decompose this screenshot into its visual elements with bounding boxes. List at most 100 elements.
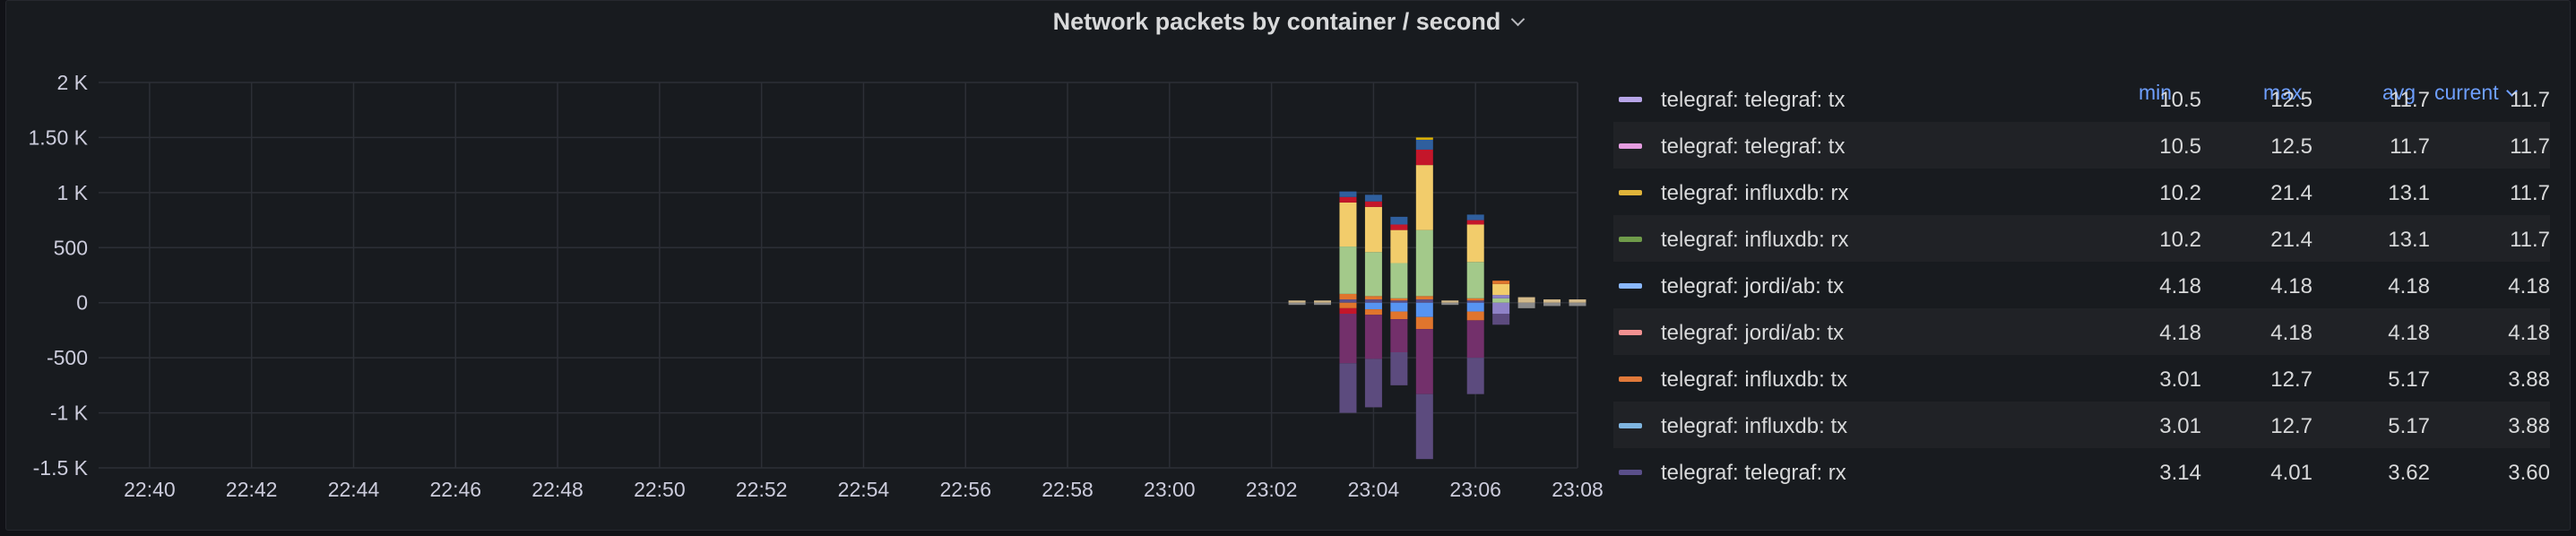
bar-segment	[1543, 302, 1561, 307]
legend-row[interactable]: telegraf: jordi/ab: tx 4.18 4.18 4.18 4.18	[1613, 308, 2550, 355]
x-tick-label: 22:44	[328, 478, 380, 501]
bar-segment	[1466, 220, 1484, 225]
series-name[interactable]: telegraf: jordi/ab: tx	[1661, 274, 1845, 298]
legend-value-max: 12.7	[2270, 414, 2312, 438]
bar-segment	[1492, 283, 1510, 296]
bar-segment	[1339, 246, 1357, 294]
legend-header-current[interactable]: current	[2434, 81, 2518, 105]
legend-value-avg: 4.18	[2388, 321, 2430, 345]
legend-header-current-label: current	[2434, 81, 2499, 104]
x-tick-label: 22:58	[1042, 478, 1094, 501]
bar-segment	[1390, 216, 1408, 225]
legend-value-avg: 13.1	[2388, 228, 2430, 252]
bar-segment	[1390, 319, 1408, 352]
legend-value-max: 21.4	[2270, 181, 2312, 205]
legend-value-max: 12.5	[2270, 134, 2312, 159]
bar-segment	[1364, 206, 1382, 253]
bar-segment	[1364, 309, 1382, 316]
series-name[interactable]: telegraf: influxdb: tx	[1661, 367, 1848, 392]
legend-value-max: 4.18	[2270, 321, 2312, 345]
series-name[interactable]: telegraf: influxdb: tx	[1661, 414, 1848, 438]
legend-value-current: 11.7	[2510, 228, 2550, 252]
bar-segment	[1339, 363, 1357, 413]
y-tick-label: 1.50 K	[29, 125, 89, 149]
y-tick-label: -1.5 K	[33, 456, 89, 480]
y-tick-label: 1 K	[56, 181, 88, 204]
bar-segment	[1364, 195, 1382, 202]
bar-segment	[1390, 224, 1408, 230]
legend-value-min: 10.5	[2159, 88, 2201, 112]
legend-value-max: 4.18	[2270, 274, 2312, 298]
bar-segment	[1339, 307, 1357, 314]
series-name[interactable]: telegraf: jordi/ab: tx	[1661, 321, 1845, 345]
bar-segment	[1415, 302, 1433, 317]
legend-value-avg: 5.17	[2388, 414, 2430, 438]
series-color-swatch[interactable]	[1619, 470, 1642, 475]
series-name[interactable]: telegraf: influxdb: rx	[1661, 181, 1849, 205]
y-tick-label: 500	[54, 236, 88, 259]
series-name[interactable]: telegraf: telegraf: tx	[1661, 134, 1846, 159]
bar-segment	[1466, 300, 1484, 303]
legend-value-min: 10.2	[2159, 228, 2201, 252]
legend-value-avg: 13.1	[2388, 181, 2430, 205]
bar-segment	[1390, 229, 1408, 264]
x-tick-label: 22:50	[634, 478, 686, 501]
series-name[interactable]: telegraf: telegraf: tx	[1661, 88, 1846, 112]
y-tick-label: 2 K	[56, 71, 88, 94]
bar-segment	[1441, 302, 1459, 306]
bar-segment	[1466, 302, 1484, 312]
legend-value-min: 4.18	[2159, 321, 2201, 345]
x-tick-label: 23:04	[1348, 478, 1400, 501]
x-tick-label: 23:06	[1449, 478, 1501, 501]
x-tick-label: 23:00	[1144, 478, 1196, 501]
series-color-swatch[interactable]	[1619, 143, 1642, 149]
legend-header-max[interactable]: max	[2263, 81, 2303, 104]
x-tick-label: 23:02	[1246, 478, 1298, 501]
x-tick-label: 22:46	[429, 478, 481, 501]
x-tick-label: 22:42	[226, 478, 278, 501]
series-color-swatch[interactable]	[1619, 376, 1642, 382]
bar-segment	[1415, 393, 1433, 460]
bar-segment	[1364, 359, 1382, 408]
series-color-swatch[interactable]	[1619, 330, 1642, 335]
bar-segment	[1415, 316, 1433, 330]
bar-segment	[1390, 311, 1408, 320]
legend-value-avg: 5.17	[2388, 367, 2430, 392]
bar-segment	[1492, 298, 1510, 303]
x-tick-label: 22:40	[124, 478, 176, 501]
legend-header-avg[interactable]: avg	[2382, 81, 2416, 104]
series-color-swatch[interactable]	[1619, 97, 1642, 102]
legend-value-max: 12.7	[2270, 367, 2312, 392]
bar-segment	[1441, 300, 1459, 303]
legend-header-min[interactable]: min	[2139, 81, 2173, 104]
x-tick-label: 22:48	[532, 478, 583, 501]
series-color-swatch[interactable]	[1619, 423, 1642, 428]
bar-segment	[1339, 202, 1357, 247]
series-color-swatch[interactable]	[1619, 190, 1642, 195]
y-tick-label: -500	[47, 346, 88, 369]
series-name[interactable]: telegraf: influxdb: rx	[1661, 228, 1849, 252]
bar-segment	[1492, 281, 1510, 284]
series-color-swatch[interactable]	[1619, 237, 1642, 242]
series-name[interactable]: telegraf: telegraf: rx	[1661, 461, 1846, 485]
bar-segment	[1390, 298, 1408, 301]
x-tick-label: 22:54	[838, 478, 890, 501]
bar-segment	[1466, 262, 1484, 298]
legend-value-current: 4.18	[2508, 321, 2550, 345]
legend-value-max: 12.5	[2270, 88, 2312, 112]
bar-segment	[1288, 300, 1306, 303]
bar-segment	[1466, 224, 1484, 263]
series-color-swatch[interactable]	[1619, 283, 1642, 289]
panel-title[interactable]: Network packets by container / second	[6, 8, 2570, 36]
bar-segment	[1390, 352, 1408, 385]
x-tick-label: 22:52	[736, 478, 788, 501]
